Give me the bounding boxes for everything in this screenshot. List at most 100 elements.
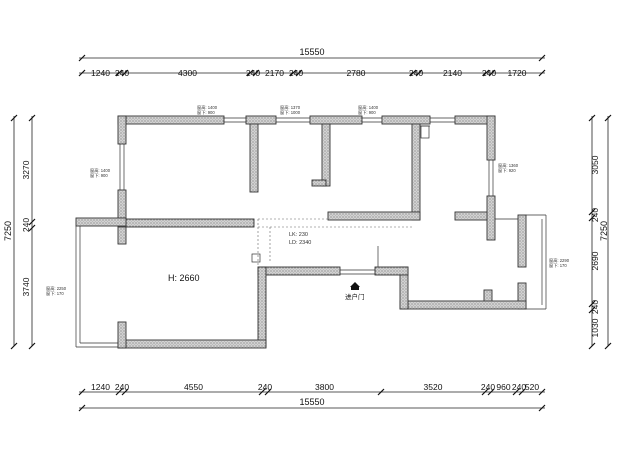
dimension-tick: [121, 69, 129, 77]
corridor-dashed-outline: [257, 218, 412, 267]
dimension-tick: [78, 54, 86, 62]
dimension-tick: [482, 69, 490, 77]
ceiling-height-label: H: 2660: [168, 273, 200, 283]
window-note-living-1: 窗高: 2250: [46, 285, 67, 292]
wall-lower-mid: [257, 266, 341, 276]
wall-top-1: [117, 115, 225, 125]
dimension-tick: [512, 388, 520, 396]
wall-left-lower: [117, 321, 127, 349]
dimension-tick: [28, 218, 36, 226]
dimension-tick: [258, 388, 266, 396]
dimension-tick: [518, 388, 526, 396]
top-segment-dimension: 2140: [443, 68, 462, 78]
dimension-tick: [28, 342, 36, 350]
window-note-top-left-2: 窗下: 900: [197, 109, 215, 116]
window-note-top-right-1: 窗高: 1400: [358, 104, 379, 111]
wall-right-stub: [454, 211, 488, 221]
dimension-tick: [487, 388, 495, 396]
right-segment-dimension: 1030: [590, 318, 600, 337]
dimension-tick: [588, 214, 596, 222]
wall-bottom-right: [399, 300, 527, 310]
window-note-balcony-2: 窗下: 170: [549, 262, 567, 269]
dimension-tick: [295, 69, 303, 77]
floor-plan-walls: [75, 115, 527, 349]
dimension-tick: [481, 388, 489, 396]
left-segment-dimension: 3740: [21, 277, 31, 296]
top-segment-dimension: 2170: [265, 68, 284, 78]
entrance-label: 进户门: [345, 292, 365, 301]
window-note-right-2: 窗下: 920: [498, 167, 516, 174]
right-segment-dimension: 3050: [590, 155, 600, 174]
wall-partition-3: [411, 123, 421, 221]
bottom-segment-dimension: 240: [258, 382, 272, 392]
bottom-segment-dimension: 240: [481, 382, 495, 392]
window-note-left-1: 窗高: 1400: [90, 167, 111, 174]
dimension-tick: [588, 300, 596, 308]
bottom-segment-dimension: 240: [512, 382, 526, 392]
wall-entrance-top: [374, 266, 409, 276]
dimension-tick: [409, 69, 417, 77]
bottom-segment-dimension: 3520: [424, 382, 443, 392]
right-segment-dimension: 240: [590, 300, 600, 314]
window-note-balcony-1: 窗高: 2290: [549, 257, 570, 264]
bottom-segment-dimension: 520: [525, 382, 539, 392]
wall-left-upper-a: [117, 115, 127, 145]
dimension-tick: [252, 69, 260, 77]
dimension-tick: [588, 306, 596, 314]
top-total-dimension: 15550: [299, 47, 324, 57]
top-segment-dimension: 1240: [91, 68, 110, 78]
dimension-tick: [289, 69, 297, 77]
dimension-tick: [10, 114, 18, 122]
wall-partition-1: [249, 123, 259, 193]
right-segment-dimension: 240: [590, 208, 600, 222]
wall-partition-2-foot: [311, 179, 327, 187]
wall-partition-2: [321, 123, 331, 187]
dimension-tick: [538, 388, 546, 396]
lk-label: LK: 230: [289, 232, 308, 238]
fixture-box: [420, 125, 430, 139]
bottom-total-dimension: 15550: [299, 397, 324, 407]
bottom-segment-dimension: 4550: [184, 382, 203, 392]
top-segment-dimension: 240: [115, 68, 129, 78]
top-segment-dimension: 4300: [178, 68, 197, 78]
bottom-segment-dimension: 960: [496, 382, 510, 392]
bottom-segment-dimension: 240: [115, 382, 129, 392]
dimension-tick: [10, 342, 18, 350]
entrance-marker: 进户门: [345, 282, 365, 301]
top-segment-dimension: 240: [246, 68, 260, 78]
wall-top-3: [309, 115, 363, 125]
right-total-dimension: 7250: [599, 221, 609, 241]
dimension-tick: [538, 404, 546, 412]
window-note-top-mid-1: 窗高: 1370: [280, 104, 301, 111]
top-segment-dimension: 1720: [508, 68, 527, 78]
window-note-top-left-1: 窗高: 1400: [197, 104, 218, 111]
dimension-tick: [115, 388, 123, 396]
window-note-living-2: 窗下: 170: [46, 290, 64, 297]
dimension-tick: [538, 54, 546, 62]
dimension-tick: [28, 114, 36, 122]
top-segment-dimension: 2780: [347, 68, 366, 78]
wall-bottom-left: [117, 339, 267, 349]
windows: [75, 117, 547, 348]
bottom-segment-dimension: 1240: [91, 382, 110, 392]
dimension-tick: [588, 208, 596, 216]
dimension-tick: [78, 404, 86, 412]
dimension-tick: [121, 388, 129, 396]
wall-top-4: [381, 115, 431, 125]
window-note-top-right-2: 窗下: 900: [358, 109, 376, 116]
top-segment-dimension: 240: [289, 68, 303, 78]
left-segment-dimension: 3270: [21, 160, 31, 179]
dimension-tick: [588, 114, 596, 122]
dimension-tick: [115, 69, 123, 77]
wall-mid-left: [117, 218, 255, 228]
dimension-tick: [264, 388, 272, 396]
dimension-tick: [78, 69, 86, 77]
wall-lower-left-vertical: [257, 266, 267, 348]
dimension-tick: [78, 388, 86, 396]
wall-mid-right: [327, 211, 421, 221]
ld-label: LD: 2340: [289, 240, 311, 246]
dimension-tick: [538, 69, 546, 77]
window-note-right-1: 窗高: 1360: [498, 162, 519, 169]
right-segment-dimension: 2690: [590, 251, 600, 270]
